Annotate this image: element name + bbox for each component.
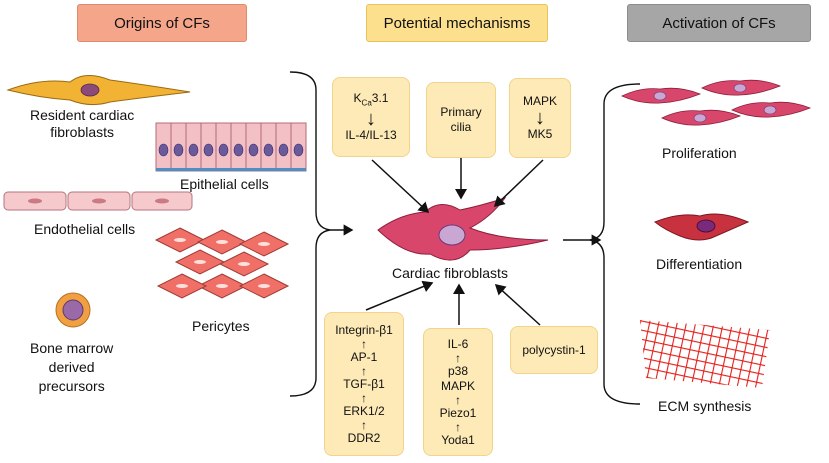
integrin-pathway-box: Integrin-β1↑AP-1↑TGF-β1↑ERK1/2↑DDR2 [324, 312, 404, 456]
label-bone-marrow-precursors: Bone marrow derived precursors [30, 340, 114, 394]
endothelial-cells [3, 191, 193, 211]
pathway-step: AP-1 [350, 349, 378, 364]
mechanism-arrows [365, 157, 544, 326]
label-epithelial-cells: Epithelial cells [180, 176, 269, 192]
pathway-arrow: ↑ [455, 350, 461, 365]
pathway-arrow: ↑ [361, 363, 367, 378]
pathway-step: Yoda1 [441, 432, 475, 447]
epithelial-cells [155, 122, 307, 172]
pathway-arrow: ↑ [455, 392, 461, 407]
il4-label: IL-4/IL-13 [345, 128, 397, 143]
pathway-step: DDR2 [347, 430, 381, 445]
kca-box: KCa3.1 ↓ IL-4/IL-13 [332, 77, 410, 157]
origins-header: Origins of CFs [77, 4, 247, 42]
pathway-step: ERK1/2 [343, 403, 385, 418]
label-cardiac-fibroblasts: Cardiac fibroblasts [392, 265, 508, 281]
pathway-step: IL-6 [447, 336, 469, 351]
bone-marrow-cell [55, 292, 91, 328]
right-bracket [589, 83, 641, 405]
kca-arrow: ↓ [366, 108, 376, 131]
kca-label: KCa3.1 [353, 90, 389, 108]
mapk-arrow: ↓ [535, 107, 545, 129]
pathway-arrow: ↑ [361, 336, 367, 351]
mechanisms-header: Potential mechanisms [366, 4, 548, 42]
label-pericytes: Pericytes [192, 318, 250, 334]
pericytes-cells [154, 227, 290, 299]
cardiac-fibroblast-cell [377, 197, 549, 261]
pathway-step: Integrin-β1 [335, 322, 393, 337]
label-ecm-synthesis: ECM synthesis [658, 398, 752, 414]
mapk-box: MAPK ↓ MK5 [509, 78, 571, 158]
ecm-mesh [640, 320, 770, 388]
resident-fibroblast-cell [6, 75, 191, 106]
label-resident-fibroblasts: Resident cardiac fibroblasts [30, 107, 135, 140]
label-differentiation: Differentiation [656, 256, 743, 272]
pathway-arrow: ↑ [455, 419, 461, 434]
pathway-arrow: ↑ [361, 417, 367, 432]
activation-header: Activation of CFs [627, 4, 811, 42]
pathway-step: p38 [447, 363, 469, 378]
pathway-step: Piezo1 [439, 405, 477, 420]
primary-cilia-box: Primary cilia [426, 82, 496, 158]
pathway-arrow: ↑ [361, 390, 367, 405]
differentiated-cell [654, 213, 750, 241]
label-endothelial-cells: Endothelial cells [34, 221, 136, 237]
mapk-label: MAPK [522, 94, 557, 108]
polycystin-box: polycystin-1 [510, 326, 598, 374]
label-proliferation: Proliferation [662, 145, 737, 161]
proliferating-cells [621, 79, 812, 126]
mk5-label: MK5 [527, 127, 553, 141]
pathway-step: MAPK [440, 378, 475, 393]
pathway-step: TGF-β1 [343, 376, 385, 391]
